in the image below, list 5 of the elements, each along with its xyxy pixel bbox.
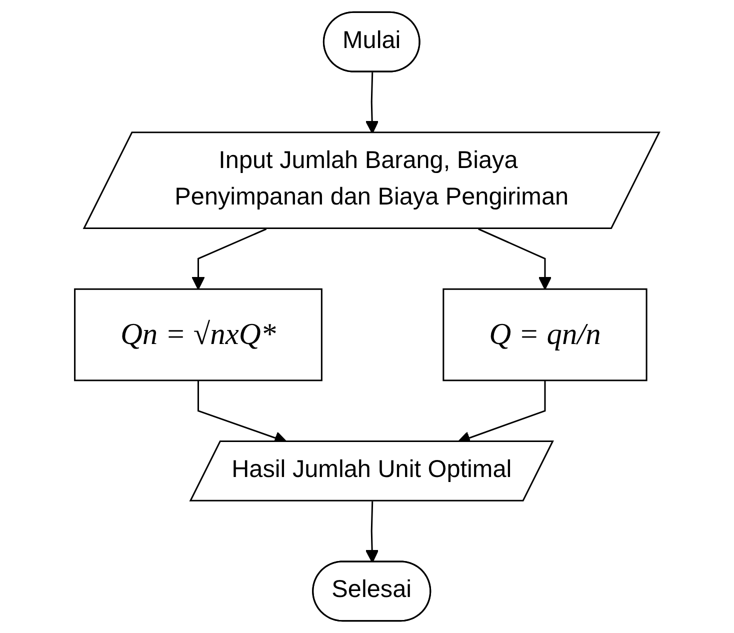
arrow — [192, 228, 267, 290]
arrow — [478, 228, 552, 290]
arrow — [365, 501, 379, 563]
node-box: Q = qn/n — [442, 288, 648, 382]
node-box: Qn = √nxQ* — [74, 288, 322, 382]
